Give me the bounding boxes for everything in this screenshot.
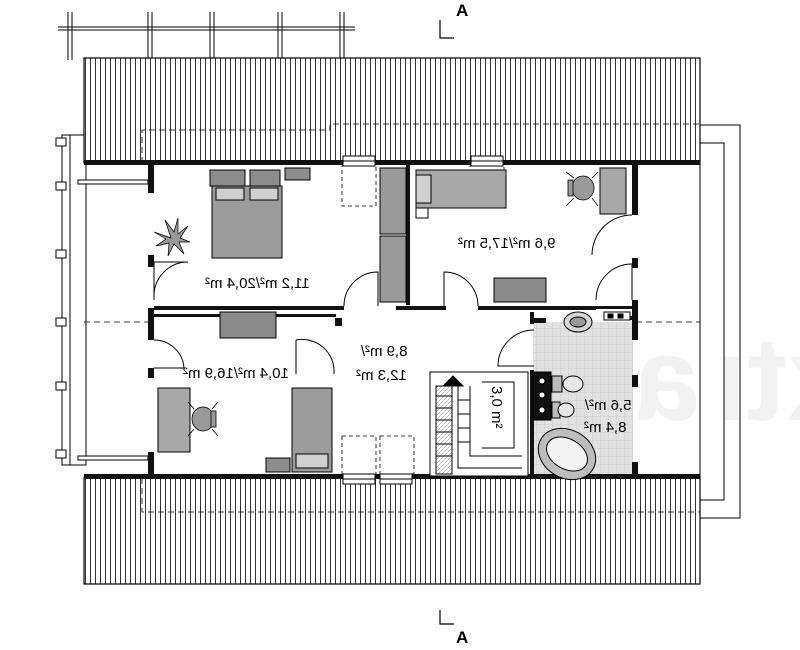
dresser-room3 <box>219 311 277 339</box>
section-marker-bottom: A <box>439 610 468 647</box>
dresser-room2 <box>493 277 547 303</box>
doors <box>153 214 633 375</box>
toilet <box>562 375 584 393</box>
nightstand-1 <box>209 169 246 187</box>
bathroom-fixtures <box>532 311 631 481</box>
room-label-bedroom-3: 10,4 m²/16,9 m² <box>183 365 289 382</box>
room-label-hall-line2: 12,3 m² <box>356 367 407 384</box>
room-label-stairs: 3,0 m² <box>488 386 505 429</box>
nightstand-2 <box>249 169 281 187</box>
chairs <box>187 171 599 437</box>
bidet <box>557 402 575 418</box>
room-label-bedroom-1: 11,2 m²/20,4 m² <box>205 275 310 292</box>
wardrobe-top <box>379 167 407 235</box>
pergola <box>58 12 355 60</box>
roof-bottom <box>83 477 701 585</box>
roof-top <box>83 57 701 164</box>
toilet-tank <box>551 375 563 393</box>
wardrobe-bottom <box>379 235 407 303</box>
room-label-hall-line1: 8,9 m²/ <box>360 343 408 360</box>
left-balcony <box>55 134 149 466</box>
section-label-bottom: A <box>456 628 468 647</box>
staircase <box>429 371 529 477</box>
right-balcony <box>699 124 741 519</box>
section-marker-top: A <box>439 1 468 39</box>
room-label-bedroom-2: 9,6 m²/17,5 m² <box>458 235 556 252</box>
room-label-bathroom-line2: 8,4 m² <box>584 419 627 436</box>
section-label-top: A <box>456 1 468 20</box>
plant-icon <box>153 217 191 257</box>
chair-room2 <box>571 175 595 201</box>
furniture <box>157 167 627 473</box>
windows <box>342 155 504 485</box>
desk-room3 <box>157 387 191 453</box>
dashed-outline <box>84 123 700 513</box>
wardrobe-room2 <box>599 167 627 215</box>
room-label-bathroom-line1: 5,6 m²/ <box>584 397 632 414</box>
